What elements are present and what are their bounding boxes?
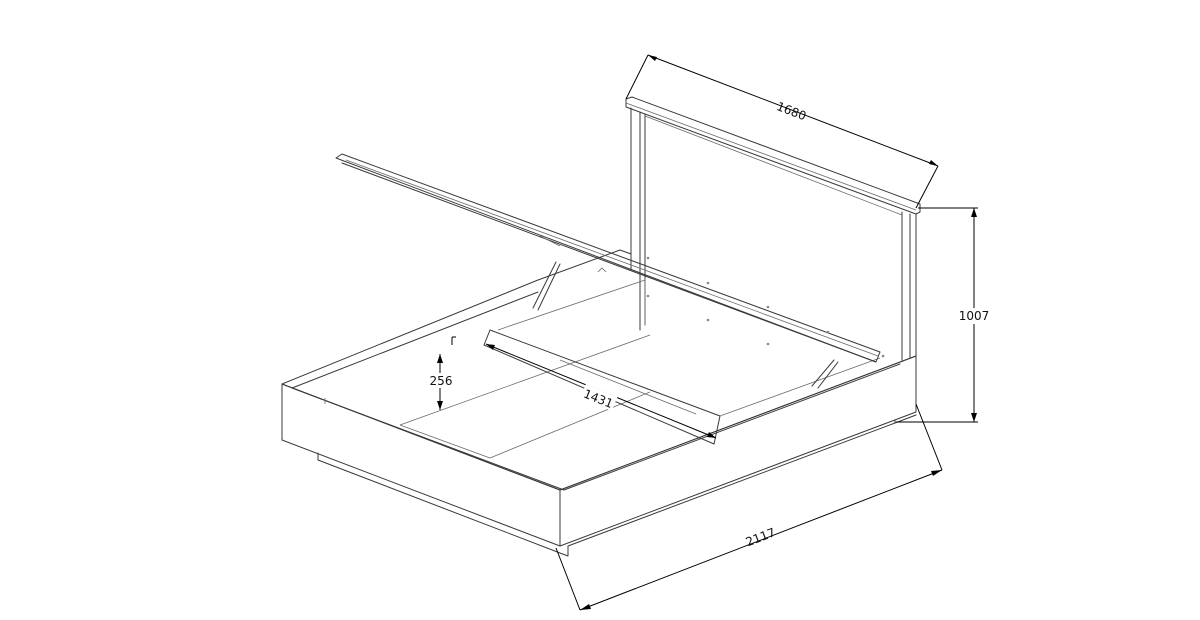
dimension-label-1680: 1680 [775,99,809,123]
dimension-headboard-height: 1007 [896,207,990,423]
dimension-overall-length: 2117 [555,403,943,611]
dimension-label-1431: 1431 [581,387,615,411]
bed-frame [281,249,917,557]
dimension-storage-depth: 256 [426,336,456,410]
dimension-headboard-width: 1680 [625,54,939,209]
dimension-inner-width: 1431 [485,343,717,439]
dimension-label-1007: 1007 [959,309,990,323]
dimension-label-256: 256 [430,374,453,388]
dimension-label-2117: 2117 [744,525,778,549]
lifted-mattress-platform [335,153,885,389]
headboard [625,96,921,361]
